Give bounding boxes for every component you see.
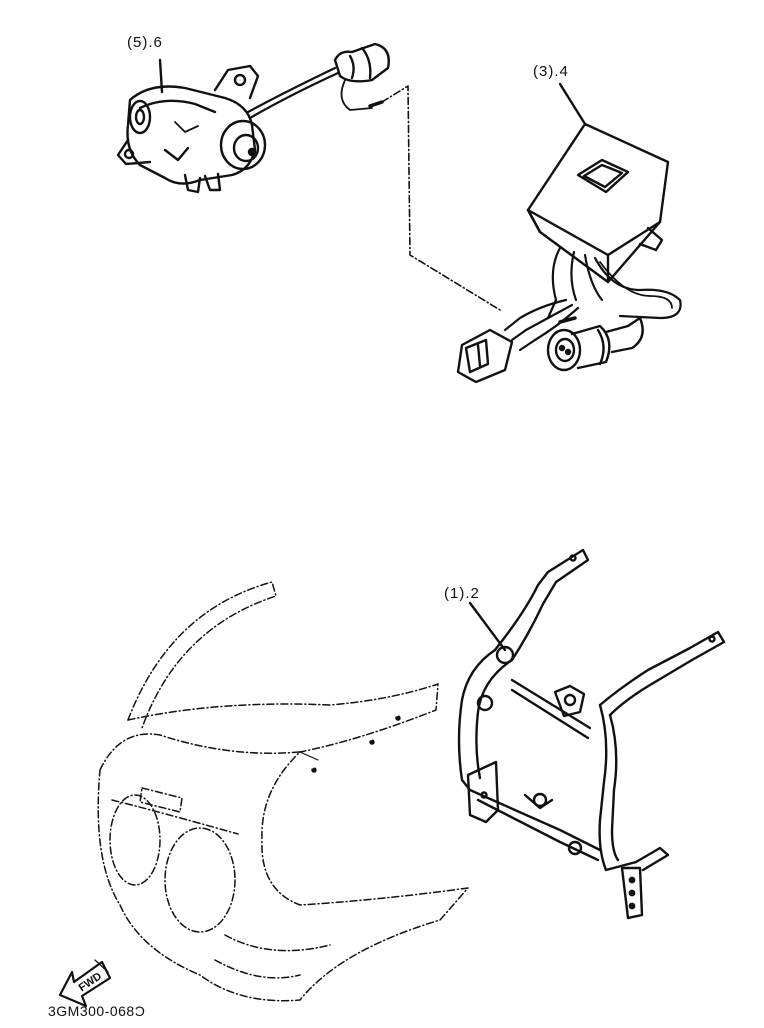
fwd-arrow-icon xyxy=(60,962,110,1006)
front-cowling xyxy=(98,582,468,1001)
cowling-cut-lines xyxy=(95,752,318,972)
fairing-bracket xyxy=(459,550,724,918)
solenoid-assembly xyxy=(118,44,389,192)
connection-line xyxy=(382,86,500,310)
drawing-code: 3GM300-068Ɔ xyxy=(48,1003,146,1019)
control-unit xyxy=(458,84,681,382)
callout-solenoid: (5).6 xyxy=(127,34,163,51)
callout-bracket: (1).2 xyxy=(444,585,480,602)
callout-control-unit: (3).4 xyxy=(533,63,569,80)
